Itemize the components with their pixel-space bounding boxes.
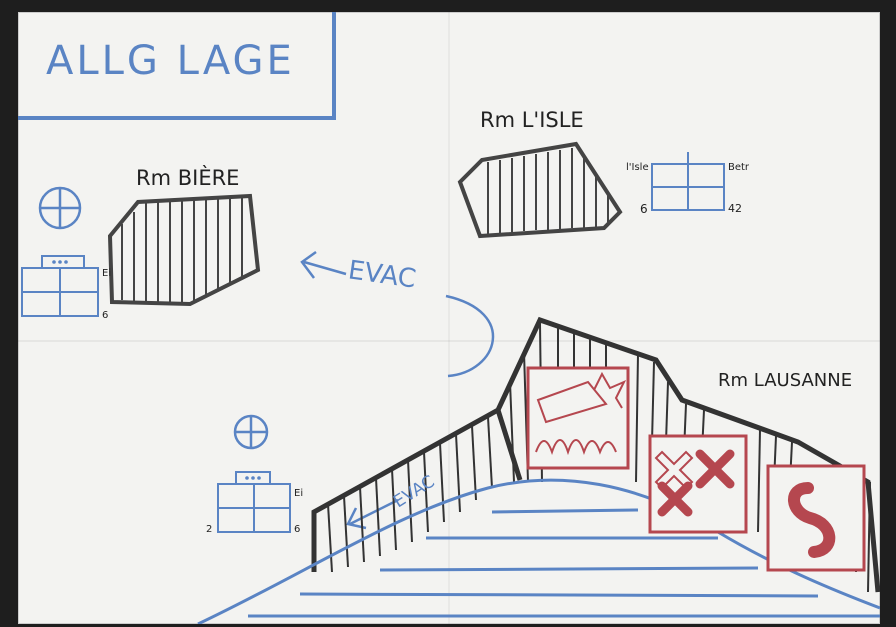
evac-arrow [348,500,398,528]
table-lisle-br: 42 [728,202,742,215]
table-left [22,256,98,316]
vehicle-lights-icon [52,260,68,264]
table-center-bl: 2 [206,524,212,535]
table-left-tr: Ei [102,268,111,279]
room-label-biere: Rm BIÈRE [136,166,239,190]
table-lisle [652,152,724,210]
room-label-lisle: Rm L'ISLE [480,108,584,132]
room-label-lausanne: Rm LAUSANNE [718,370,852,391]
building-biere [110,196,258,304]
map-drawing [18,12,880,624]
s-symbol [768,466,864,570]
fire-symbol [528,368,628,468]
target-icon [235,416,267,448]
table-center-tr: Ei [294,488,303,499]
table-lisle-tr: Betr [728,162,749,173]
table-lisle-bl: 6 [640,202,648,216]
table-left-br: 6 [102,310,108,321]
table-center [218,472,290,532]
target-icon [40,188,80,228]
table-center-br: 6 [294,524,300,535]
vehicle-lights-icon [245,476,261,480]
casualties-symbol [650,436,746,532]
building-lisle [460,144,620,236]
table-lisle-tl: l'Isle [626,162,649,173]
map-sheet: ALLG LAGE [18,12,880,624]
